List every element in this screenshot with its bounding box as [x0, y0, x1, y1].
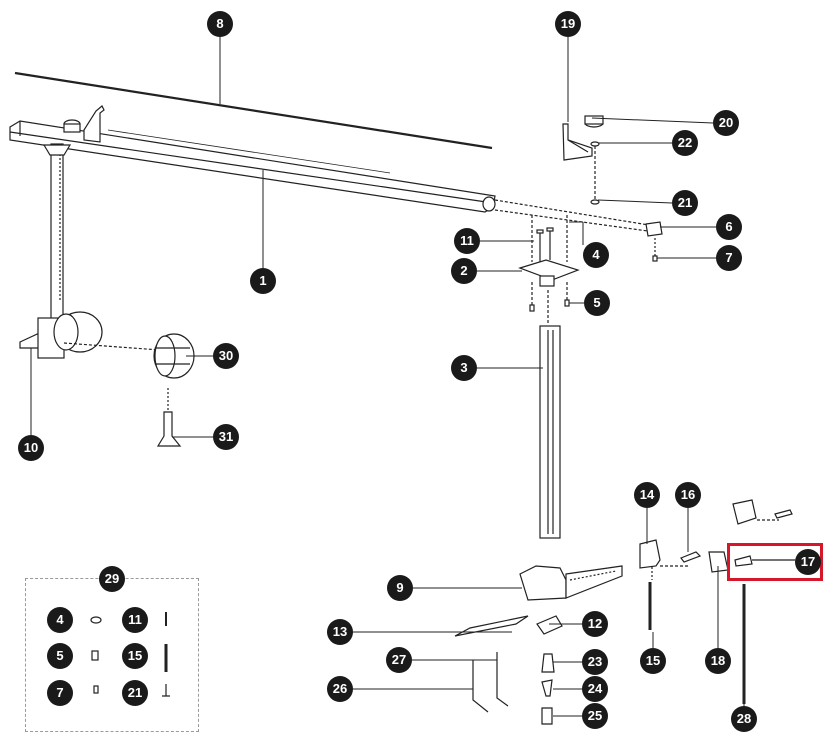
- callout-3: 3: [451, 355, 477, 381]
- rail-part-1: [9, 105, 496, 213]
- callout-4: 4: [583, 242, 609, 268]
- stake-part-31: [156, 388, 182, 447]
- callout-6: 6: [716, 214, 742, 240]
- base-part-9: [519, 565, 623, 601]
- post-part-10: [19, 143, 161, 359]
- callout-17: 17: [795, 549, 821, 575]
- callout-31: 31: [213, 424, 239, 450]
- rod-part-27: [496, 652, 509, 707]
- callout-28: 28: [731, 706, 757, 732]
- callout-18: 18: [705, 648, 731, 674]
- rod-part-26: [472, 660, 489, 713]
- callout-25: 25: [582, 703, 608, 729]
- plate-part-2: [518, 259, 580, 287]
- bracket-part-19: [562, 115, 604, 205]
- callout-2: 2: [451, 258, 477, 284]
- kit-callout-7: 7: [47, 680, 73, 706]
- clamp-part-14: [639, 539, 661, 630]
- part-23: [541, 653, 555, 673]
- pole-part-3: [539, 290, 561, 539]
- callout-11: 11: [454, 228, 480, 254]
- callout-22: 22: [672, 130, 698, 156]
- kit-callout-4: 4: [47, 607, 73, 633]
- callout-23: 23: [582, 649, 608, 675]
- callout-9: 9: [387, 575, 413, 601]
- part-17: [734, 555, 753, 567]
- callout-21: 21: [672, 190, 698, 216]
- pad-part-16: [680, 551, 702, 563]
- callout-7: 7: [716, 245, 742, 271]
- callout-20: 20: [713, 110, 739, 136]
- kit-title-29: 29: [99, 566, 125, 592]
- callout-5: 5: [584, 290, 610, 316]
- upper-clamp: [732, 499, 757, 525]
- kit-callout-11: 11: [122, 607, 148, 633]
- highlight-box: [727, 543, 823, 581]
- callout-1: 1: [250, 268, 276, 294]
- callout-30: 30: [213, 343, 239, 369]
- cap-part-6: [645, 221, 663, 237]
- clip-part-12: [536, 615, 563, 635]
- callout-14: 14: [634, 482, 660, 508]
- part-24: [541, 679, 553, 697]
- kit-parts: [90, 612, 170, 697]
- callout-15: 15: [640, 648, 666, 674]
- callout-12: 12: [582, 611, 608, 637]
- callout-27: 27: [386, 647, 412, 673]
- callout-24: 24: [582, 676, 608, 702]
- strip-part-13: [454, 615, 529, 637]
- kit-callout-5: 5: [47, 643, 73, 669]
- callout-16: 16: [675, 482, 701, 508]
- callout-26: 26: [327, 676, 353, 702]
- callout-10: 10: [18, 435, 44, 461]
- callout-8: 8: [207, 11, 233, 37]
- leader-lines: [30, 36, 745, 717]
- kit-callout-21: 21: [122, 680, 148, 706]
- callout-13: 13: [327, 619, 353, 645]
- rod-part-8: [14, 71, 493, 150]
- part-25: [541, 707, 553, 725]
- screw-part-7: [652, 255, 658, 262]
- kit-callout-15: 15: [122, 643, 148, 669]
- callout-19: 19: [555, 11, 581, 37]
